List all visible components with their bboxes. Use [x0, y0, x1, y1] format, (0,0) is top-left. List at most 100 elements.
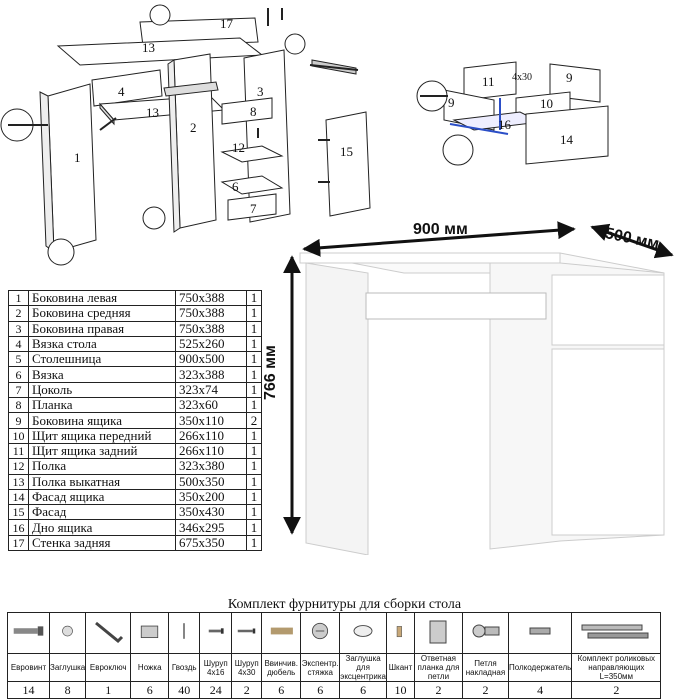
- parts-cell-size: 750x388: [175, 305, 247, 322]
- hardware-count: 2: [413, 681, 463, 699]
- hardware-count: 14: [7, 681, 50, 699]
- parts-cell-size: 900x500: [175, 351, 247, 368]
- detail-circle-icon: [284, 33, 306, 55]
- cap-icon: [62, 625, 73, 636]
- parts-cell-n: 1: [8, 289, 29, 307]
- hardware-count: 6: [300, 681, 341, 699]
- parts-cell-qty: 1: [246, 519, 262, 536]
- drawer-callout-9-right: 9: [566, 70, 573, 85]
- parts-cell-name: Цоколь: [28, 381, 176, 399]
- parts-cell-qty: 1: [246, 351, 262, 368]
- parts-cell-n: 14: [8, 488, 29, 506]
- parts-cell-size: 675x350: [175, 534, 247, 552]
- drawer-exploded-diagram: 11 4x30 9 9 10 16 14: [416, 61, 609, 166]
- nail-icon: [183, 622, 185, 639]
- parts-cell-n: 5: [8, 351, 29, 368]
- parts-cell-qty: 1: [246, 427, 262, 444]
- callout-8: 8: [250, 104, 257, 119]
- parts-cell-name: Боковина правая: [28, 320, 176, 337]
- drawer-callout-4x30: 4x30: [512, 72, 532, 83]
- parts-cell-size: 525x260: [175, 335, 247, 353]
- parts-cell-size: 350x430: [175, 504, 247, 521]
- parts-cell-name: Фасад: [28, 504, 176, 521]
- parts-cell-n: 9: [8, 412, 29, 429]
- hardware-image-cell: [48, 612, 87, 654]
- hardware-label: Петля накладная: [461, 653, 509, 682]
- parts-cell-name: Щит ящика задний: [28, 442, 176, 460]
- parts-cell-qty: 1: [246, 320, 262, 337]
- parts-cell-name: Столешница: [28, 351, 176, 368]
- hardware-count: 2: [461, 681, 509, 699]
- screw-short-icon: [208, 627, 224, 634]
- hinge-plate-icon: [429, 620, 447, 643]
- cabinet-exploded-diagram: 13 17 4 13 1 2 3 8 12 6 7 15: [0, 4, 371, 266]
- cam-cap-icon: [353, 624, 373, 637]
- parts-cell-name: Полка: [28, 458, 176, 475]
- hardware-image-cell: [7, 612, 50, 654]
- hardware-image-cell: [507, 612, 573, 654]
- hardware-image-cell: [571, 612, 662, 654]
- parts-cell-size: 266x110: [175, 442, 247, 460]
- shelf-pin-icon: [529, 627, 551, 634]
- hardware-count: 1: [85, 681, 132, 699]
- parts-cell-qty: 1: [246, 397, 262, 414]
- detail-circle-icon: [142, 206, 166, 230]
- parts-cell-size: 266x110: [175, 427, 247, 444]
- parts-cell-qty: 1: [246, 381, 262, 399]
- drawer-slide-icon: [581, 624, 649, 638]
- parts-cell-size: 350x200: [175, 488, 247, 506]
- parts-cell-n: 10: [8, 427, 29, 444]
- parts-cell-name: Стенка задняя: [28, 534, 176, 552]
- hardware-image-cell: [231, 612, 263, 654]
- dowel-screw-icon: [271, 627, 294, 634]
- callout-5: 13: [142, 40, 155, 55]
- hardware-count: 8: [48, 681, 87, 699]
- parts-cell-qty: 1: [246, 442, 262, 460]
- callout-4: 4: [118, 84, 125, 99]
- callout-13: 13: [146, 105, 159, 120]
- callout-15: 15: [340, 144, 353, 159]
- parts-cell-n: 15: [8, 504, 29, 521]
- parts-cell-n: 2: [8, 305, 29, 322]
- hardware-label: Евровинт: [7, 653, 50, 682]
- drawer-callout-16: 16: [498, 117, 512, 132]
- hardware-count: 2: [571, 681, 662, 699]
- parts-cell-qty: 1: [246, 488, 262, 506]
- part-tabletop: [56, 37, 264, 66]
- part-rail: [221, 97, 273, 125]
- callout-7: 7: [250, 201, 257, 216]
- callout-6: 6: [232, 179, 239, 194]
- callout-17: 17: [220, 16, 234, 31]
- assembled-desk-drawing: [283, 221, 674, 555]
- foot-icon: [141, 625, 159, 638]
- hardware-label: Шуруп 4x16: [199, 653, 233, 682]
- parts-cell-n: 16: [8, 519, 29, 536]
- drawer-back-panel: [463, 61, 517, 101]
- parts-cell-qty: 1: [246, 335, 262, 353]
- hardware-image-cell: [261, 612, 302, 654]
- parts-cell-name: Дно ящика: [28, 519, 176, 536]
- part-middle-side: [173, 53, 217, 229]
- parts-cell-name: Щит ящика передний: [28, 427, 176, 444]
- detail-circle-icon: [149, 4, 171, 26]
- parts-cell-size: 323x380: [175, 458, 247, 475]
- parts-cell-size: 323x60: [175, 397, 247, 414]
- parts-cell-name: Вязка: [28, 366, 176, 383]
- hardware-count: 6: [130, 681, 170, 699]
- hardware-image-cell: [339, 612, 387, 654]
- hardware-count: 4: [507, 681, 573, 699]
- hardware-label: Экспентр. стяжка: [300, 653, 341, 682]
- hardware-count: 2: [231, 681, 263, 699]
- hardware-label: Полкодержатель: [507, 653, 573, 682]
